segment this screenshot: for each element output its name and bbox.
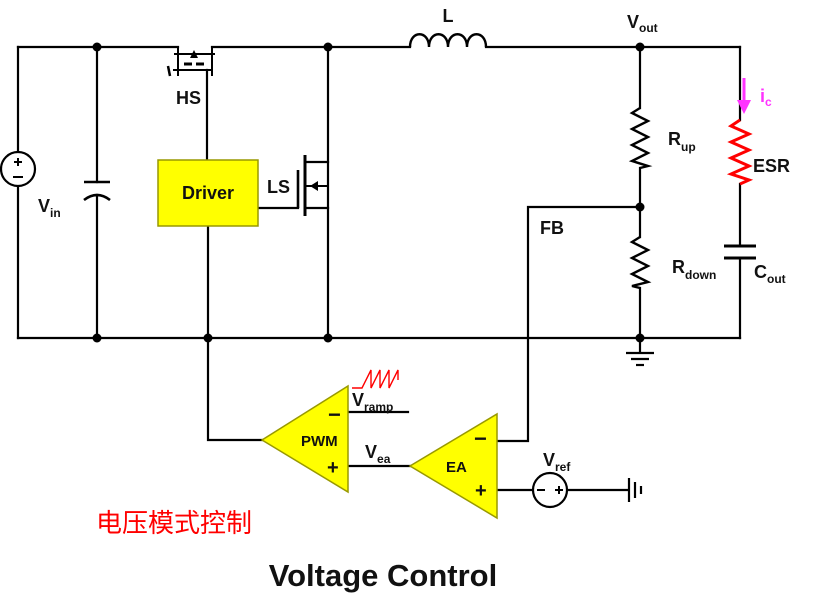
ea-minus: − bbox=[474, 426, 487, 451]
vout-label: Vout bbox=[627, 12, 658, 35]
pwm-label: PWM bbox=[301, 433, 338, 450]
rdown-label: Rdown bbox=[672, 257, 716, 282]
inductor-label: L bbox=[443, 6, 454, 26]
ramp-waveform bbox=[352, 369, 399, 389]
fb-label: FB bbox=[540, 218, 564, 238]
hs-mosfet bbox=[166, 47, 215, 77]
ea-label: EA bbox=[446, 459, 467, 476]
inductor bbox=[408, 33, 488, 48]
error-amplifier bbox=[408, 412, 498, 520]
vref-ground-symbol bbox=[627, 478, 643, 502]
vin-source bbox=[0, 150, 37, 188]
pwm-comparator bbox=[260, 384, 349, 494]
input-capacitor bbox=[83, 180, 111, 202]
vea-label: Vea bbox=[365, 442, 391, 466]
output-capacitor bbox=[724, 244, 756, 260]
page-title: Voltage Control bbox=[269, 558, 497, 593]
ic-current-arrow bbox=[737, 78, 751, 114]
esr-label: ESR bbox=[753, 156, 790, 176]
chinese-caption: 电压模式控制 bbox=[96, 508, 252, 538]
wires bbox=[16, 45, 742, 492]
rup-resistor bbox=[628, 106, 653, 170]
cout-label: Cout bbox=[754, 262, 786, 286]
vin-label: Vin bbox=[38, 196, 61, 220]
junction-dots bbox=[92, 42, 645, 343]
driver-label: Driver bbox=[182, 183, 234, 203]
driver-block bbox=[157, 159, 259, 227]
ground-symbol bbox=[626, 351, 654, 367]
rup-label: Rup bbox=[668, 129, 696, 154]
ic-label: ic bbox=[760, 86, 772, 109]
vramp-label: Vramp bbox=[352, 390, 393, 414]
esr-resistor bbox=[726, 118, 754, 186]
rdown-resistor bbox=[629, 235, 652, 290]
vref-label: Vref bbox=[543, 450, 571, 474]
hs-label: HS bbox=[176, 88, 201, 108]
pwm-minus: − bbox=[328, 402, 341, 427]
pwm-plus: + bbox=[327, 457, 339, 479]
ls-label: LS bbox=[267, 177, 290, 197]
vref-source bbox=[531, 471, 569, 509]
ea-plus: + bbox=[475, 480, 487, 502]
ls-mosfet bbox=[296, 155, 328, 216]
